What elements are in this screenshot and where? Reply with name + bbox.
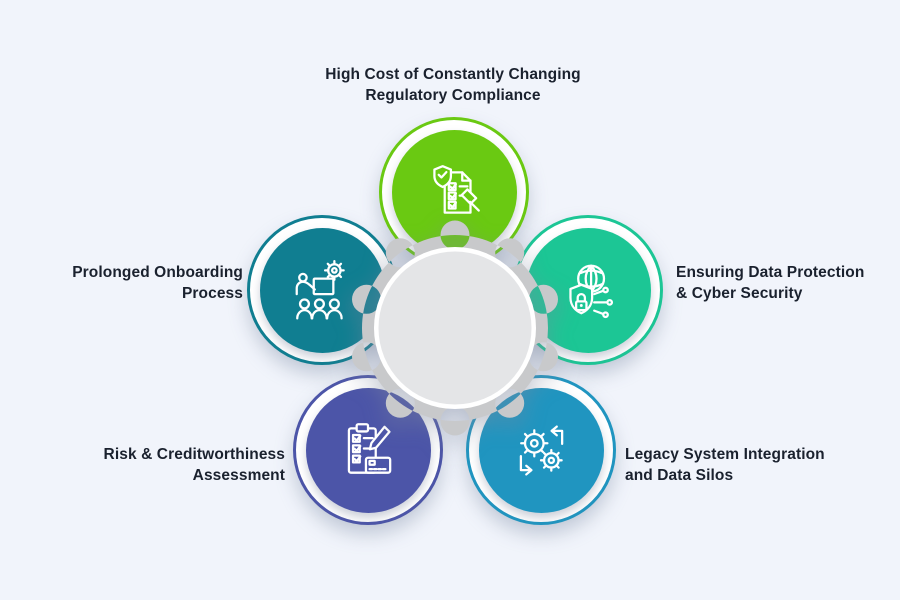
label-line: Risk & Creditworthiness — [103, 446, 285, 463]
label-line: Ensuring Data Protection — [676, 264, 865, 281]
label-legacy-integration: Legacy System Integration and Data Silos — [625, 444, 860, 486]
petal-inner-circle — [478, 387, 604, 513]
gear-inner-circle — [378, 251, 532, 405]
compliance-checklist-shield-gavel-icon — [433, 165, 480, 214]
petal-legacy-integration — [466, 375, 616, 525]
label-line: High Cost of Constantly Changing — [325, 66, 581, 83]
label-line: Process — [181, 285, 243, 302]
label-line: & Cyber Security — [676, 285, 803, 302]
label-prolonged-onboarding: Prolonged Onboarding Process — [23, 262, 243, 304]
petal-inner-circle — [305, 387, 431, 513]
label-line: and Data Silos — [625, 467, 734, 484]
center-gear — [352, 220, 558, 436]
gears-sync-arrows-icon — [519, 425, 564, 476]
clipboard-checklist-pencil-card-icon — [347, 423, 392, 474]
label-line: Prolonged Onboarding — [72, 264, 243, 281]
label-regulatory-compliance: High Cost of Constantly Changing Regulat… — [228, 64, 678, 106]
label-line: Regulatory Compliance — [365, 87, 541, 104]
training-presenter-people-gear-icon — [295, 259, 345, 320]
label-data-protection: Ensuring Data Protection & Cyber Securit… — [676, 262, 896, 304]
label-line: Assessment — [192, 467, 285, 484]
globe-shield-padlock-circuit-icon — [569, 264, 614, 319]
label-line: Legacy System Integration — [625, 446, 825, 463]
label-risk-assessment: Risk & Creditworthiness Assessment — [65, 444, 285, 486]
